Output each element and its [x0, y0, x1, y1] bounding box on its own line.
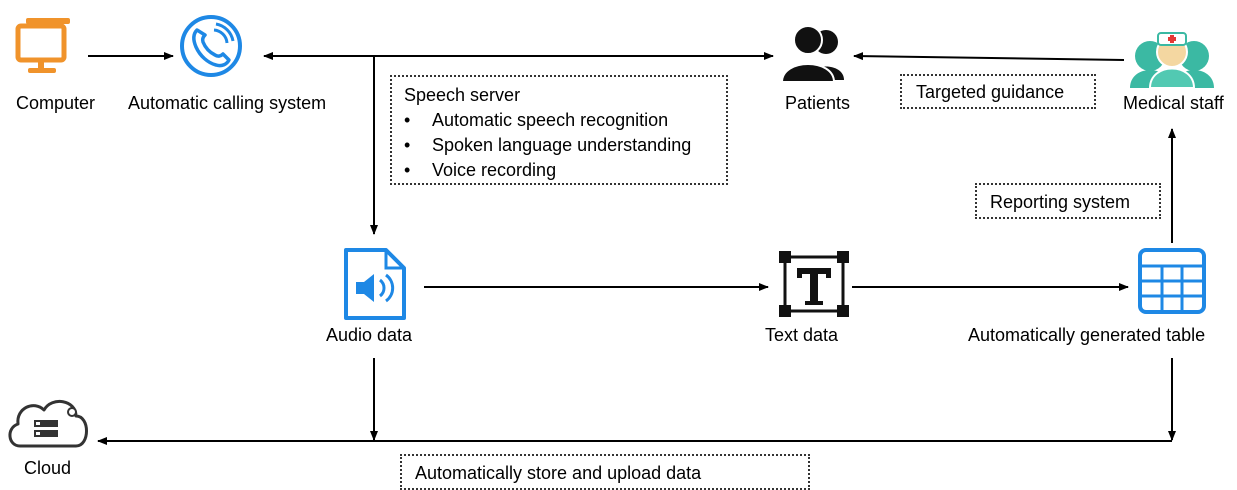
speech-server-item: •Automatic speech recognition	[404, 108, 726, 133]
table-grid-icon	[1138, 248, 1206, 314]
desktop-computer-icon	[15, 18, 70, 73]
cloud-server-icon	[8, 400, 88, 448]
speech-server-item: •Spoken language understanding	[404, 133, 726, 158]
bullet: •	[404, 160, 411, 180]
bullet: •	[404, 110, 411, 130]
targeted-guidance-box: Targeted guidance	[900, 74, 1096, 109]
patients-label: Patients	[785, 93, 851, 113]
speech-server-item: •Voice recording	[404, 158, 726, 183]
table-label: Automatically generated table	[968, 325, 1206, 345]
text-frame-icon	[779, 251, 849, 317]
audio-data-label: Audio data	[326, 325, 413, 345]
reporting-system-box: Reporting system	[975, 183, 1161, 219]
text-data-label: Text data	[765, 325, 839, 345]
speech-server-box: Speech server •Automatic speech recognit…	[390, 75, 728, 185]
phone-icon	[180, 15, 242, 77]
speech-server-title: Speech server	[404, 85, 521, 105]
calling-system-label: Automatic calling system	[128, 93, 327, 113]
medical-team-icon	[1130, 32, 1214, 89]
arrow-staff-to-patients	[853, 52, 1125, 61]
audio-file-icon	[344, 248, 406, 320]
store-upload-box: Automatically store and upload data	[400, 454, 810, 490]
bullet: •	[404, 135, 411, 155]
medical-staff-label: Medical staff	[1123, 93, 1224, 113]
computer-label: Computer	[16, 93, 96, 113]
people-icon	[780, 25, 844, 83]
cloud-label: Cloud	[24, 458, 72, 478]
